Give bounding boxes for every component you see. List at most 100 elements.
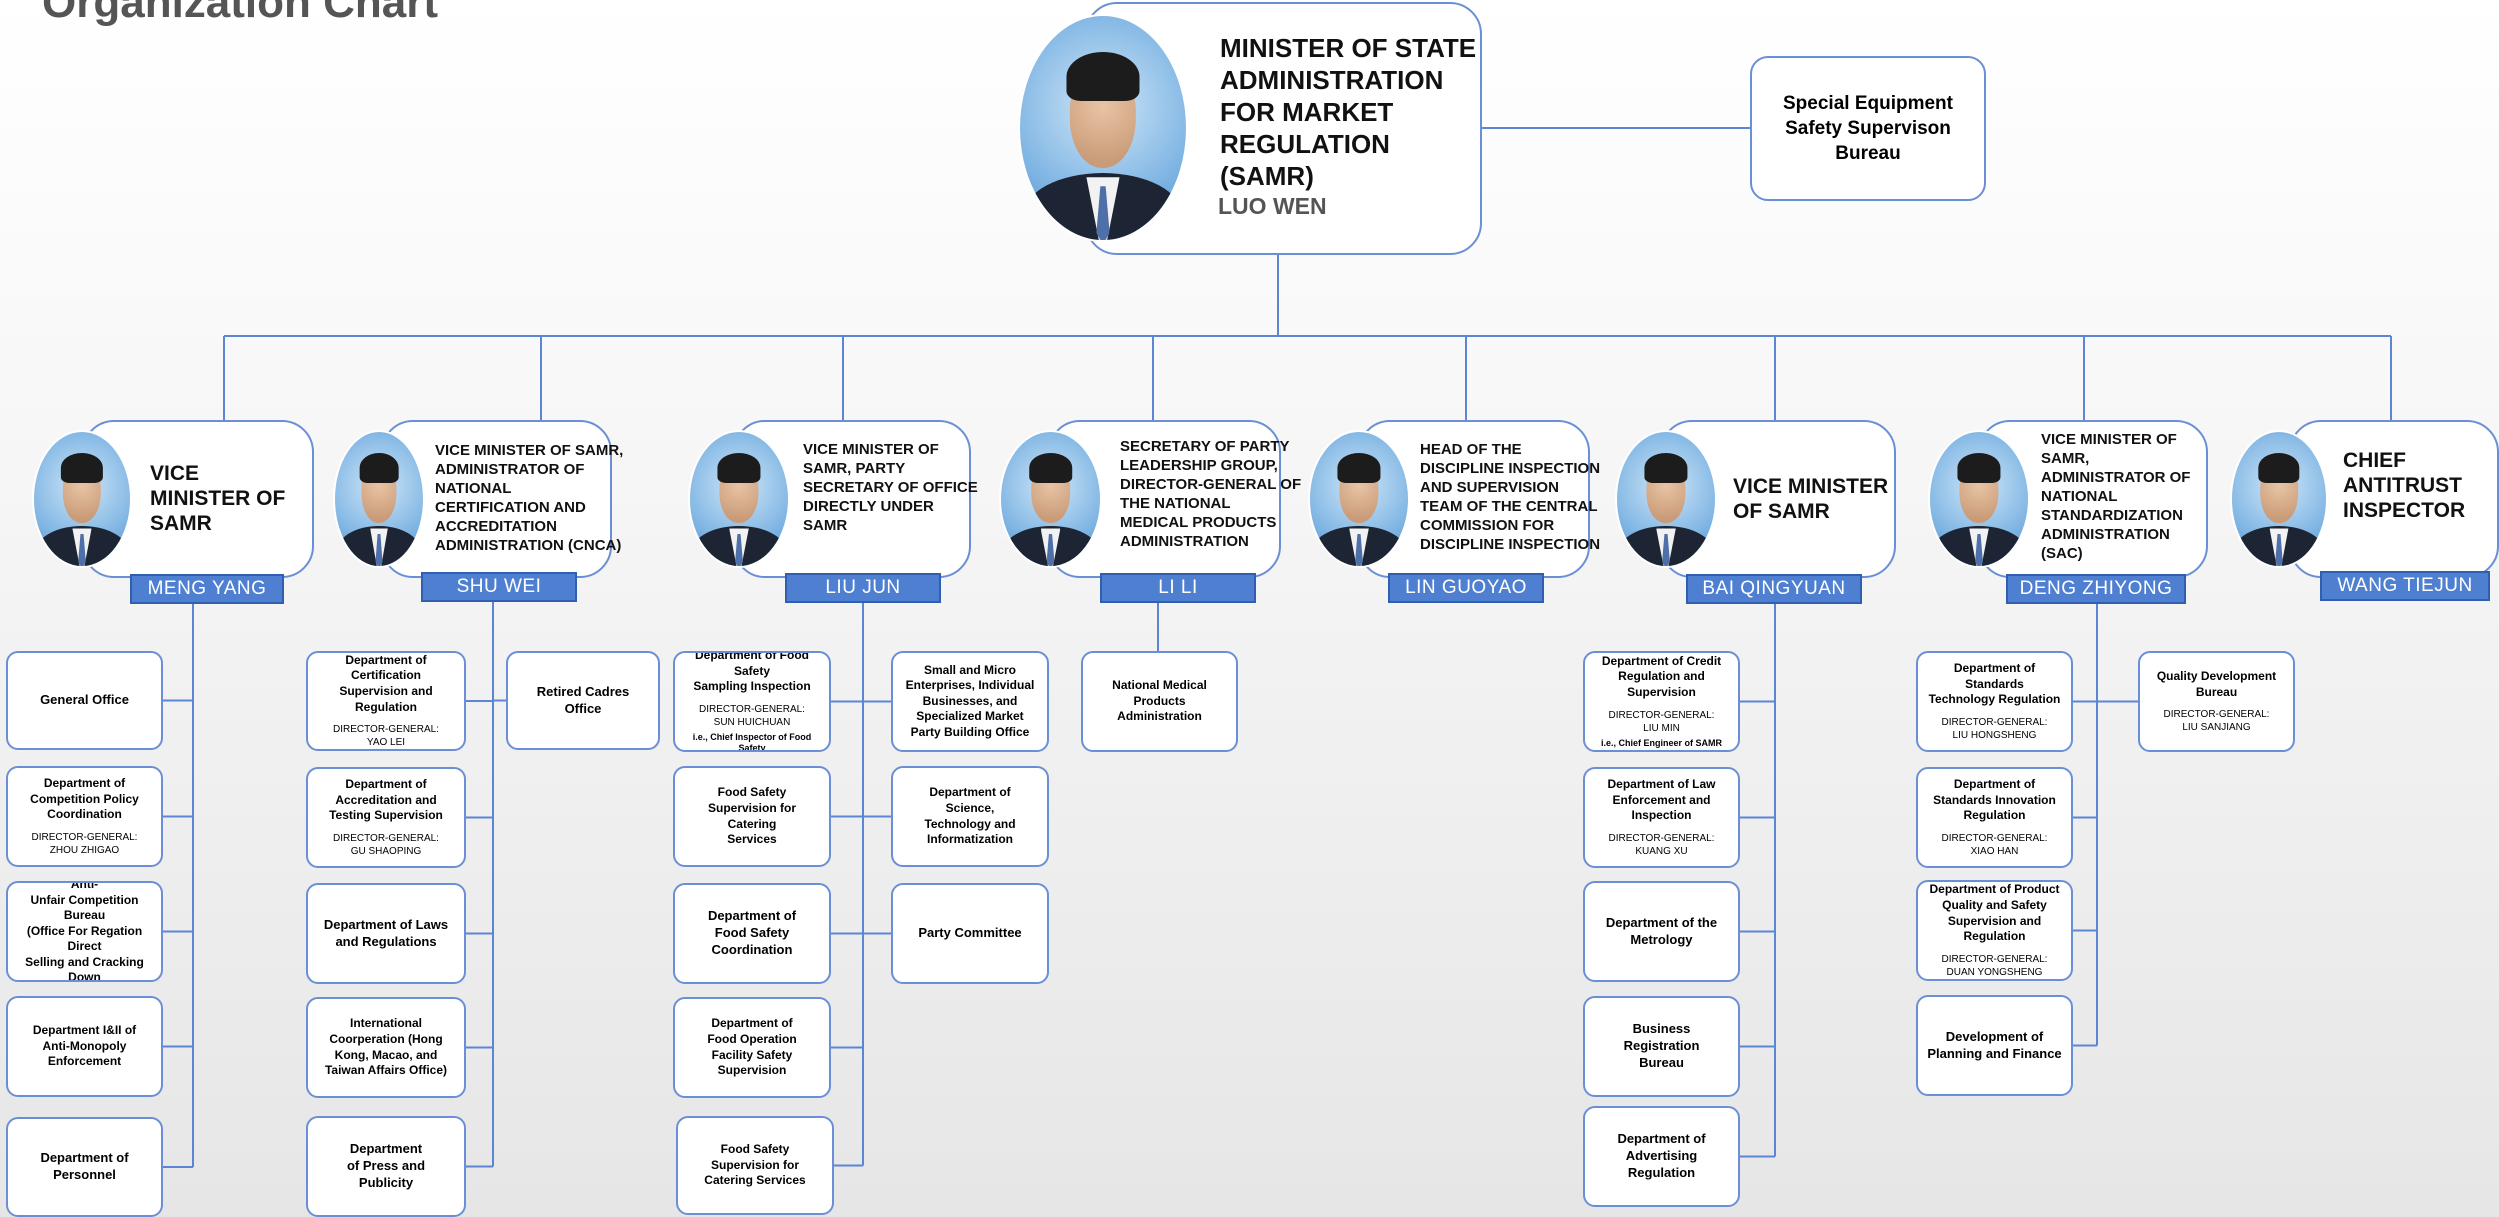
department-box[interactable]: Department of Food Operation Facility Sa… <box>673 997 831 1098</box>
leader-title-li-li: SECRETARY OF PARTY LEADERSHIP GROUP, DIR… <box>1120 438 1302 550</box>
department-name: Department of Standards Technology Regul… <box>1928 661 2061 707</box>
department-name: Retired Cadres Office <box>536 683 630 716</box>
leader-title-bai-qingyuan: VICE MINISTER OF SAMR <box>1733 475 1889 523</box>
department-name: Department of Credit Regulation and Supe… <box>1601 653 1722 699</box>
department-director: DIRECTOR-GENERAL: DUAN YONGSHENG <box>1941 953 2048 978</box>
department-box[interactable]: Department of Advertising Regulation <box>1583 1106 1740 1207</box>
department-box[interactable]: Department of Science, Technology and In… <box>891 766 1049 867</box>
department-director: DIRECTOR-GENERAL: LIU MIN <box>1608 709 1715 734</box>
leader-name-liu-jun: LIU JUN <box>785 573 941 603</box>
minister-title: MINISTER OF STATE ADMINISTRATION FOR MAR… <box>1220 33 1477 191</box>
department-name: Food Safety Supervision for Catering Ser… <box>704 1142 806 1188</box>
department-director: DIRECTOR-GENERAL: GU SHAOPING <box>333 832 439 857</box>
department-name: Food Safety Supervision for Catering Ser… <box>707 785 796 847</box>
leader-photo-wang-tiejun <box>2230 430 2328 568</box>
department-name: Department I&II of Anti-Monopoly Enforce… <box>32 1023 137 1069</box>
leader-title-shu-wei: VICE MINISTER OF SAMR, ADMINISTRATOR OF … <box>435 442 624 554</box>
department-box[interactable]: Food Safety Supervision for Catering Ser… <box>673 766 831 867</box>
department-director: DIRECTOR-GENERAL: LIU HONGSHENG <box>1941 716 2048 741</box>
department-name: Price Supervision and Anti- Unfair Compe… <box>25 881 144 982</box>
department-name: International Coorperation (Hong Kong, M… <box>324 1016 448 1078</box>
department-box[interactable]: International Coorperation (Hong Kong, M… <box>306 997 466 1098</box>
leader-name-meng-yang: MENG YANG <box>130 574 284 604</box>
department-name: General Office <box>40 692 129 708</box>
department-box[interactable]: Department of Press and Publicity <box>306 1116 466 1217</box>
department-box[interactable]: Department of Credit Regulation and Supe… <box>1583 651 1740 752</box>
department-box[interactable]: Department of Law Enforcement and Inspec… <box>1583 767 1740 868</box>
department-box[interactable]: Business Registration Bureau <box>1583 996 1740 1097</box>
leader-name-lin-guoyao: LIN GUOYAO <box>1388 573 1544 603</box>
department-name: Department of Competition Policy Coordin… <box>30 776 139 822</box>
department-name: Department of Laws and Regulations <box>323 916 449 949</box>
department-box[interactable]: Department I&II of Anti-Monopoly Enforce… <box>6 996 163 1097</box>
minister-name: LUO WEN <box>1218 193 1327 219</box>
department-name: Department of Law Enforcement and Inspec… <box>1607 777 1716 823</box>
department-box[interactable]: General Office <box>6 651 163 750</box>
department-box[interactable]: Department of Personnel <box>6 1117 163 1217</box>
department-name: Department of Food Operation Facility Sa… <box>707 1016 797 1078</box>
department-director: DIRECTOR-GENERAL: YAO LEI <box>333 724 439 749</box>
department-box[interactable]: Development of Planning and Finance <box>1916 995 2073 1096</box>
leader-name-bai-qingyuan: BAI QINGYUAN <box>1686 574 1862 604</box>
department-box[interactable]: Department of Standards Innovation Regul… <box>1916 767 2073 868</box>
department-box[interactable]: Retired Cadres Office <box>506 651 660 750</box>
department-director: DIRECTOR-GENERAL: ZHOU ZHIGAO <box>31 831 138 856</box>
department-name: National Medical Products Administration <box>1112 678 1207 724</box>
department-box[interactable]: Department of Certification Supervision … <box>306 651 466 751</box>
department-box[interactable]: Small and Micro Enterprises, Individual … <box>891 651 1049 752</box>
department-box[interactable]: Party Committee <box>891 883 1049 984</box>
department-box[interactable]: Department of Laws and Regulations <box>306 883 466 984</box>
leader-photo-meng-yang <box>32 430 132 568</box>
department-director: DIRECTOR-GENERAL: SUN HUICHUAN <box>699 703 805 728</box>
leader-title-liu-jun: VICE MINISTER OF SAMR, PARTY SECRETARY O… <box>803 441 978 534</box>
department-director: DIRECTOR-GENERAL: XIAO HAN <box>1941 832 2048 857</box>
department-name: Department of Accreditation and Testing … <box>329 777 443 823</box>
page-title: Organization Chart <box>42 0 439 27</box>
department-box[interactable]: Department of Product Quality and Safety… <box>1916 880 2073 981</box>
department-box[interactable]: Department of Accreditation and Testing … <box>306 767 466 868</box>
leader-title-deng-zhiyong: VICE MINISTER OF SAMR, ADMINISTRATOR OF … <box>2041 431 2191 562</box>
leader-title-wang-tiejun: CHIEF ANTITRUST INSPECTOR <box>2343 449 2466 522</box>
department-name: Department of Certification Supervision … <box>339 652 433 714</box>
department-name: Quality Development Bureau <box>2156 668 2277 699</box>
department-name: Party Committee <box>918 925 1022 941</box>
department-box[interactable]: Price Supervision and Anti- Unfair Compe… <box>6 881 163 982</box>
department-box[interactable]: National Medical Products Administration <box>1081 651 1238 752</box>
department-box[interactable]: Department of Competition Policy Coordin… <box>6 766 163 867</box>
department-box[interactable]: Department of the Metrology <box>1583 881 1740 982</box>
department-box[interactable]: Department of Standards Technology Regul… <box>1916 651 2073 752</box>
department-note: i.e., Chief Inspector of Food Safety <box>692 731 812 752</box>
special-bureau-label: Special Equipment Safety Supervison Bure… <box>1783 93 1953 164</box>
department-box[interactable]: Department of Food Safety Coordination <box>673 883 831 984</box>
department-name: Department of Science, Technology and In… <box>924 785 1016 847</box>
department-name: Department of Standards Innovation Regul… <box>1933 777 2056 823</box>
department-box[interactable]: Department of Food Safety Sampling Inspe… <box>673 651 831 752</box>
leader-name-li-li: LI LI <box>1100 573 1256 603</box>
leader-name-deng-zhiyong: DENG ZHIYONG <box>2006 574 2186 604</box>
leader-photo-bai-qingyuan <box>1615 430 1717 568</box>
leader-title-meng-yang: VICE MINISTER OF SAMR <box>150 462 286 535</box>
department-name: Department of Food Safety Coordination <box>707 908 797 957</box>
department-name: Department of Product Quality and Safety… <box>1929 882 2060 944</box>
leader-photo-shu-wei <box>333 430 425 568</box>
leader-name-wang-tiejun: WANG TIEJUN <box>2320 571 2490 601</box>
leader-photo-lin-guoyao <box>1308 430 1410 568</box>
department-name: Small and Micro Enterprises, Individual … <box>905 662 1035 739</box>
leader-photo-liu-jun <box>688 430 790 568</box>
department-name: Development of Planning and Finance <box>1927 1028 2062 1061</box>
department-name: Department of Food Safety Sampling Inspe… <box>693 651 811 694</box>
minister-photo <box>1018 14 1188 242</box>
department-director: DIRECTOR-GENERAL: KUANG XU <box>1608 832 1715 857</box>
department-box[interactable]: Food Safety Supervision for Catering Ser… <box>676 1116 834 1215</box>
department-name: Department of Advertising Regulation <box>1617 1131 1706 1180</box>
department-director: DIRECTOR-GENERAL: LIU SANJIANG <box>2163 709 2270 734</box>
special-equipment-safety-bureau[interactable]: Special Equipment Safety Supervison Bure… <box>1750 56 1986 201</box>
department-name: Department of the Metrology <box>1605 914 1718 947</box>
department-note: i.e., Chief Engineer of SAMR <box>1600 737 1722 748</box>
leader-name-shu-wei: SHU WEI <box>421 572 577 602</box>
department-name: Department of Press and Publicity <box>346 1141 426 1190</box>
department-name: Business Registration Bureau <box>1623 1021 1700 1070</box>
leader-photo-deng-zhiyong <box>1928 430 2030 568</box>
